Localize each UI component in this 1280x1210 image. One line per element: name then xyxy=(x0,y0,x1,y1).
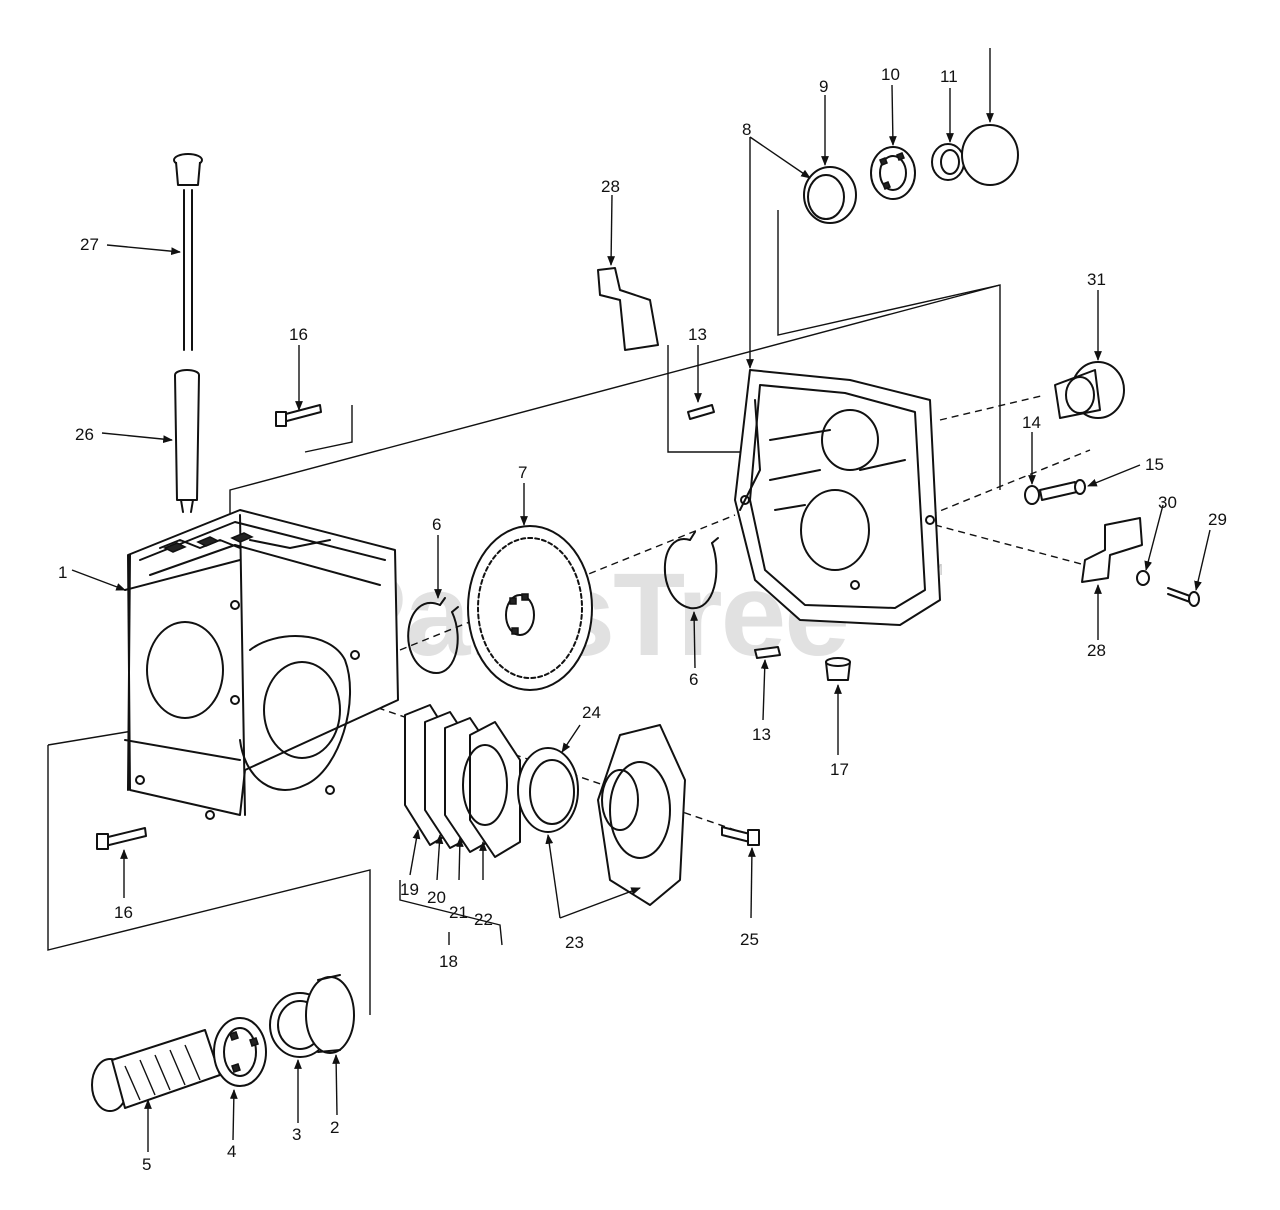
callout-13-upper: 13 xyxy=(688,325,707,344)
callout-4: 4 xyxy=(227,1142,236,1161)
callout-6-left: 6 xyxy=(432,515,441,534)
callout-24: 24 xyxy=(582,703,601,722)
callout-16-upper: 16 xyxy=(289,325,308,344)
callout-14: 14 xyxy=(1022,413,1041,432)
drain-plug-17 xyxy=(825,657,851,681)
callout-23: 23 xyxy=(565,933,584,952)
dipstick xyxy=(173,153,203,351)
fill-tube xyxy=(174,369,200,513)
dust-cap xyxy=(961,124,1019,186)
callout-6-right: 6 xyxy=(689,670,698,689)
callout-13-lower: 13 xyxy=(752,725,771,744)
callout-11: 11 xyxy=(940,67,958,86)
callout-8: 8 xyxy=(742,120,751,139)
washer-30 xyxy=(1136,570,1150,586)
snap-ring-11 xyxy=(931,143,965,181)
callout-17: 17 xyxy=(830,760,849,779)
snap-ring-right xyxy=(663,531,719,610)
callout-16-lower: 16 xyxy=(114,903,133,922)
shim-set xyxy=(404,704,521,858)
bracket-upper xyxy=(597,267,659,351)
axle-bearing-31 xyxy=(1054,361,1125,419)
bracket-lower xyxy=(1081,517,1143,583)
leader-lines xyxy=(71,48,1211,1152)
dowel-pin-lower xyxy=(754,646,781,659)
dowel-pin-upper xyxy=(687,404,715,420)
callout-19: 19 xyxy=(400,880,419,899)
callout-31: 31 xyxy=(1087,270,1106,289)
screw-29 xyxy=(1167,587,1200,607)
callout-3: 3 xyxy=(292,1125,301,1144)
callout-28-lower: 28 xyxy=(1087,641,1106,660)
callout-18: 18 xyxy=(439,952,458,971)
bearing-cup-9 xyxy=(803,166,857,224)
callout-9: 9 xyxy=(819,77,828,96)
bearing-cup xyxy=(305,974,355,1054)
callout-1: 1 xyxy=(58,563,67,582)
bolt-upper xyxy=(275,404,322,427)
callout-7: 7 xyxy=(518,463,527,482)
callout-27: 27 xyxy=(80,235,99,254)
callout-22: 22 xyxy=(474,910,493,929)
callout-15: 15 xyxy=(1145,455,1164,474)
callout-30: 30 xyxy=(1158,493,1177,512)
callout-numbers: 1 2 3 4 5 6 6 7 8 9 10 11 13 13 14 15 16… xyxy=(58,65,1227,1174)
callout-29: 29 xyxy=(1208,510,1227,529)
callout-20: 20 xyxy=(427,888,446,907)
transmission-case-right xyxy=(734,369,941,626)
callout-25: 25 xyxy=(740,930,759,949)
callout-5: 5 xyxy=(142,1155,151,1174)
washer-14 xyxy=(1024,485,1040,505)
transmission-case-left xyxy=(124,509,399,820)
callout-2: 2 xyxy=(330,1118,339,1137)
callout-10: 10 xyxy=(881,65,900,84)
tapered-roller-bearing-10 xyxy=(870,146,916,200)
bolt-retainer xyxy=(721,826,760,846)
input-shaft xyxy=(91,1029,221,1112)
snap-ring-left xyxy=(407,597,459,675)
bolt-lower xyxy=(96,827,147,850)
callout-21: 21 xyxy=(449,903,468,922)
oil-seal xyxy=(517,747,579,833)
bearing-retainer xyxy=(597,724,686,906)
roller-bearing xyxy=(213,1017,267,1087)
callout-28-upper: 28 xyxy=(601,177,620,196)
callout-26: 26 xyxy=(75,425,94,444)
spur-gear xyxy=(467,525,593,691)
bolt-15 xyxy=(1039,479,1086,501)
